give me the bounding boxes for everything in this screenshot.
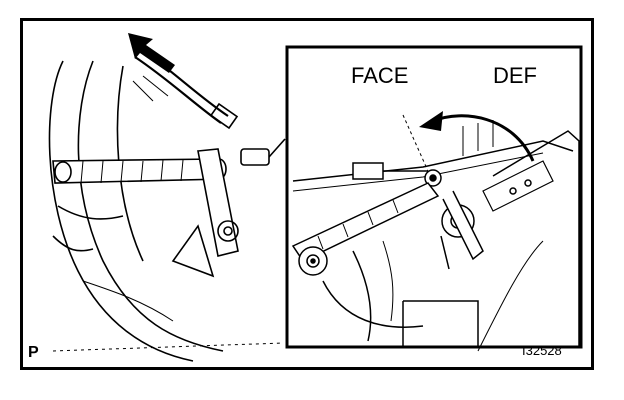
diagram-frame: FACE DEF: [20, 18, 594, 370]
diagram-canvas: FACE DEF: [48, 33, 583, 362]
page-marker: P: [28, 344, 39, 361]
direction-arrow: [128, 33, 175, 73]
figure-code: I32528: [522, 343, 562, 358]
label-face: FACE: [351, 63, 408, 88]
detail-inset: FACE DEF: [285, 45, 583, 352]
label-def: DEF: [493, 63, 537, 88]
overview-illustration: [48, 48, 286, 362]
